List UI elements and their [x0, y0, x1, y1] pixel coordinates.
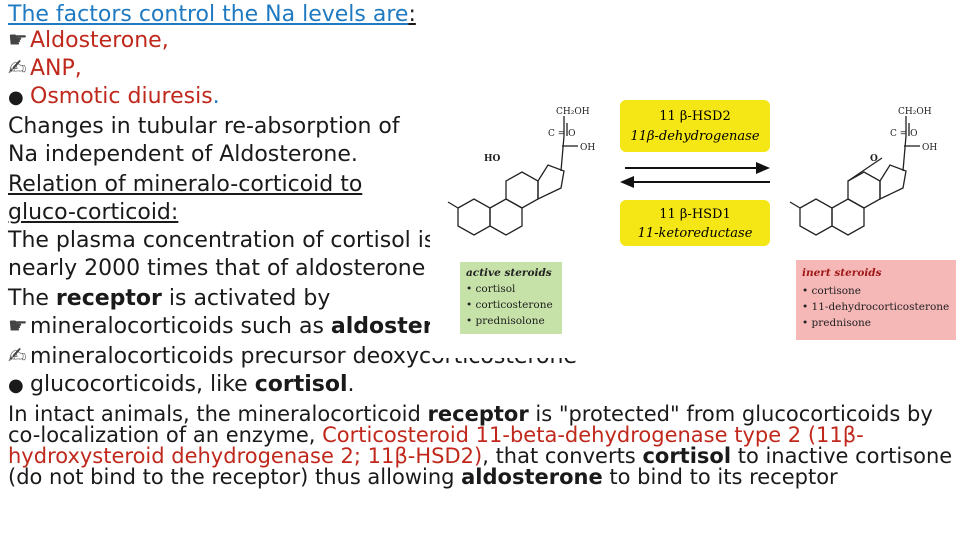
heading-colon: : — [408, 2, 416, 27]
active-item: • cortisol — [466, 283, 516, 295]
left-oh-label: OH — [580, 143, 595, 153]
hsd2-name: 11 β-HSD2 — [659, 109, 731, 124]
writing-hand-icon: ✍ — [8, 56, 27, 81]
circle-bullet-icon: ● — [8, 375, 24, 396]
inert-item: • 11-dehydrocorticosterone — [802, 301, 949, 313]
factor-item-anp: ✍ANP, — [8, 56, 82, 82]
para-bold: aldosterone — [461, 465, 603, 489]
plasma-line-1: The plasma concentration of cortisol is — [8, 228, 436, 253]
figure-svg: CH₂OH C = O OH HO CH₂OH C = O OH O 11 β-… — [447, 100, 956, 340]
para-text: to inactive cortisone (do not bind to th… — [8, 444, 953, 489]
cortisone-structure — [789, 116, 920, 236]
para-text: to bind to its receptor — [602, 465, 838, 489]
explanation-paragraph: In intact animals, the mineralocorticoid… — [8, 404, 956, 488]
inert-steroids-box — [796, 260, 956, 340]
active-item: • corticosterone — [466, 299, 553, 311]
factor-text: Osmotic diuresis — [30, 84, 213, 109]
para-bold: receptor — [427, 402, 529, 426]
receptor-pre: The — [8, 286, 56, 311]
right-oh-label: OH — [922, 143, 937, 153]
changes-line-2: Na independent of Aldosterone. — [8, 142, 358, 167]
hsd1-desc: 11-ketoreductase — [638, 226, 753, 241]
right-o-label: O — [870, 154, 878, 164]
activator-item: ☛mineralocorticoids such as aldosterone — [8, 314, 479, 340]
activator-text: glucocorticoids, like — [30, 372, 255, 397]
circle-bullet-icon: ● — [8, 87, 24, 108]
para-text: , that converts — [482, 444, 643, 468]
relation-line-1: Relation of mineralo-corticoid to — [8, 172, 363, 197]
factor-period: . — [212, 84, 220, 109]
steroid-conversion-figure: CH₂OH C = O OH HO CH₂OH C = O OH O 11 β-… — [430, 88, 960, 358]
activator-item: ● glucocorticoids, like cortisol. — [8, 372, 355, 399]
right-ch2oh-label: CH₂OH — [898, 107, 932, 117]
reverse-arrow-head — [620, 176, 634, 188]
left-ch2oh-label: CH₂OH — [556, 107, 590, 117]
hsd1-name: 11 β-HSD1 — [659, 207, 731, 222]
activator-text: mineralocorticoids such as — [30, 314, 331, 339]
changes-line-1: Changes in tubular re-absorption of — [8, 114, 400, 139]
para-text: In intact animals, the mineralocorticoid — [8, 402, 428, 426]
left-ho-label: HO — [484, 154, 501, 164]
hsd2-box — [620, 100, 770, 152]
factor-text: Aldosterone, — [30, 28, 169, 53]
forward-arrow-head — [756, 162, 770, 174]
pointing-hand-icon: ☛ — [8, 314, 28, 339]
left-co-label: C = O — [548, 129, 576, 139]
heading: The factors control the Na levels are: — [8, 2, 416, 28]
enzyme-name: Corticosteroid 11-beta-dehydrogenase typ… — [8, 423, 864, 468]
activator-bold: cortisol — [254, 372, 348, 397]
para-text: is "protected" from glucocorticoids by c… — [8, 402, 933, 447]
cortisol-structure — [447, 116, 578, 236]
inert-item: • cortisone — [802, 285, 861, 297]
active-steroids-box — [460, 262, 562, 334]
relation-line-2: gluco-corticoid: — [8, 200, 179, 225]
writing-hand-icon: ✍ — [8, 344, 27, 369]
active-item: • prednisolone — [466, 315, 545, 327]
pointing-hand-icon: ☛ — [8, 28, 28, 53]
factor-item-osmotic: ● Osmotic diuresis. — [8, 84, 220, 111]
para-bold: cortisol — [642, 444, 732, 468]
inert-item: • prednisone — [802, 317, 871, 329]
hsd2-desc: 11β-dehydrogenase — [630, 129, 759, 144]
factor-item-aldosterone: ☛Aldosterone, — [8, 28, 169, 54]
plasma-line-2: nearly 2000 times that of aldosterone — [8, 256, 426, 281]
hsd1-box — [620, 200, 770, 246]
activator-period: . — [347, 372, 355, 397]
factor-text: ANP, — [30, 56, 82, 81]
right-co-label: C = O — [890, 129, 918, 139]
conversion-arrows — [620, 162, 770, 188]
receptor-post: is activated by — [161, 286, 331, 311]
inert-title: inert steroids — [802, 267, 882, 279]
active-title: active steroids — [466, 267, 552, 279]
receptor-line: The receptor is activated by — [8, 286, 330, 312]
heading-text: The factors control the Na levels are — [8, 2, 409, 27]
receptor-bold: receptor — [55, 286, 162, 311]
